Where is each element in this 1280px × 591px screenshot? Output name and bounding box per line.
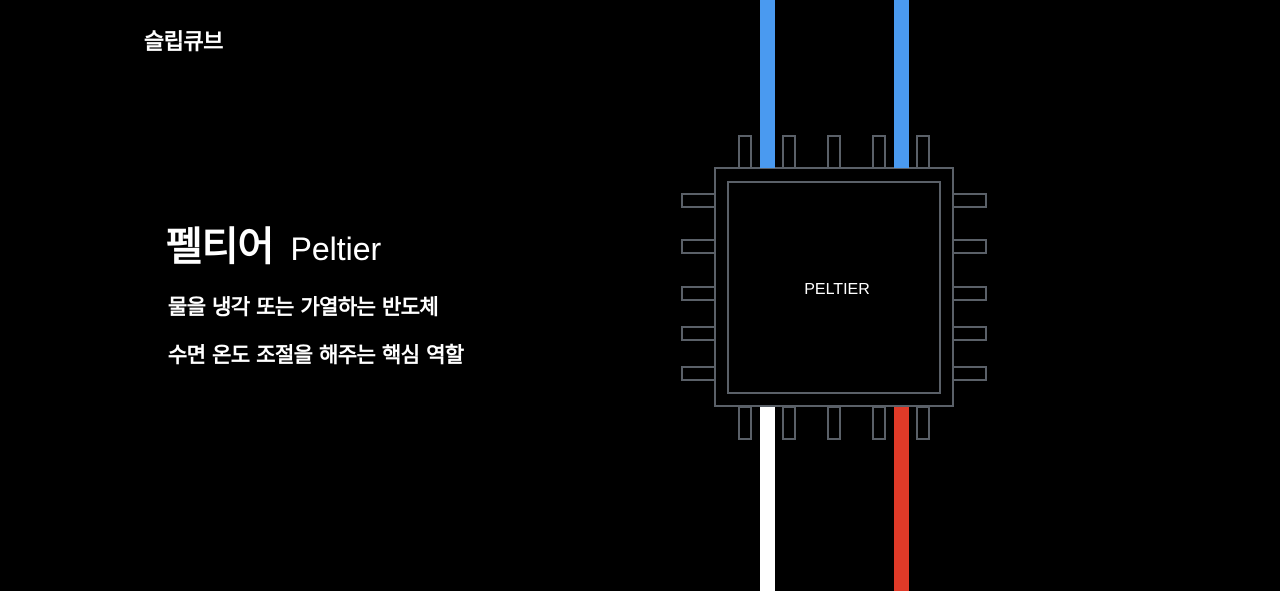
chip-pin: [952, 326, 987, 341]
chip-pin: [916, 135, 930, 169]
chip-pin: [681, 239, 716, 254]
description-line-1: 물을 냉각 또는 가열하는 반도체: [168, 295, 439, 319]
chip-pin: [952, 239, 987, 254]
chip-pin: [952, 193, 987, 208]
chip-pin: [681, 326, 716, 341]
chip-pin: [872, 135, 886, 169]
wire-bottom-right-hot: [894, 406, 909, 591]
chip-pin: [952, 286, 987, 301]
chip-pin: [916, 406, 930, 440]
chip-pin: [827, 406, 841, 440]
title-korean: 펠티어: [166, 224, 274, 270]
chip-pin: [782, 406, 796, 440]
title-english: Peltier: [290, 231, 382, 267]
chip-pin: [872, 406, 886, 440]
chip-pin: [738, 406, 752, 440]
chip-body-inner: [727, 181, 941, 394]
chip-pin: [681, 366, 716, 381]
description-line-2: 수면 온도 조절을 해주는 핵심 역할: [168, 343, 464, 367]
chip-label: PELTIER: [804, 281, 870, 298]
chip-pin: [782, 135, 796, 169]
brand-logo: 슬립큐브: [144, 30, 223, 55]
wire-bottom-left-neutral: [760, 406, 775, 591]
chip-pin: [681, 193, 716, 208]
chip-pin: [827, 135, 841, 169]
chip-pin: [681, 286, 716, 301]
page-title: 펠티어 Peltier: [166, 222, 381, 274]
chip-body-outer: [714, 167, 954, 407]
chip-pin: [738, 135, 752, 169]
chip-pin: [952, 366, 987, 381]
